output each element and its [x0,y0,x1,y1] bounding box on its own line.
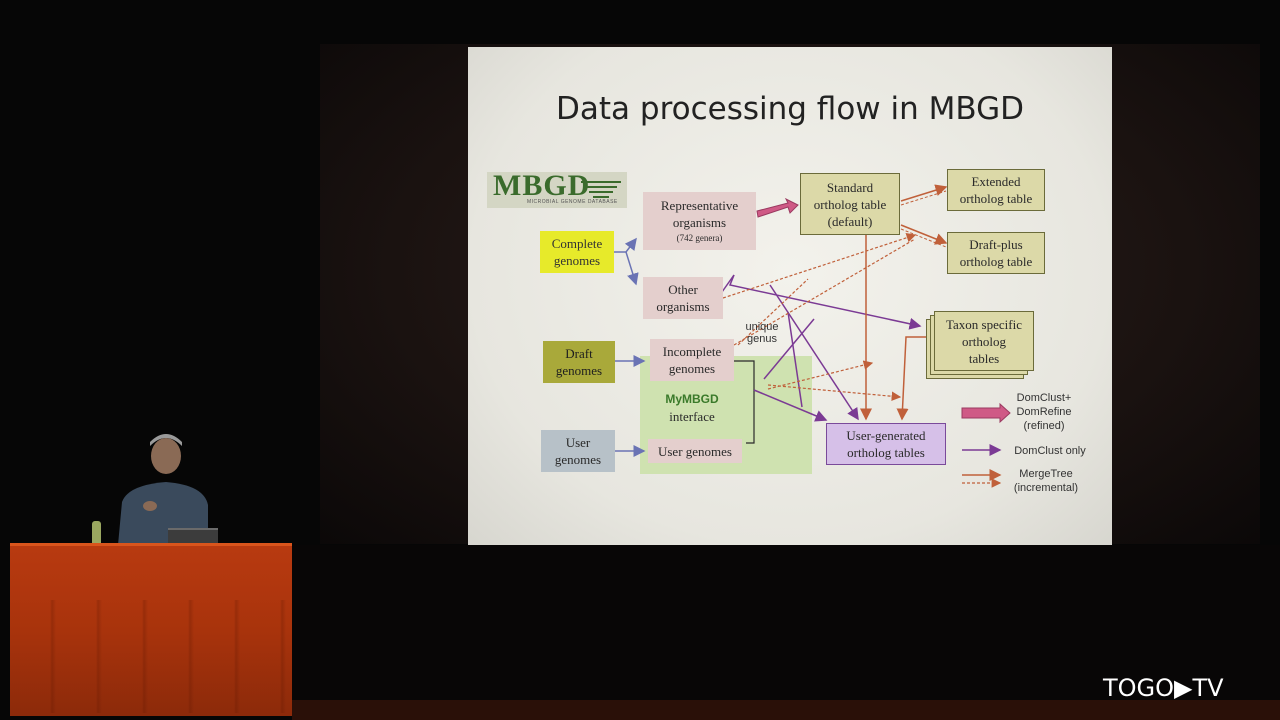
flow-arrows [613,184,1011,488]
user-generated-tables-box: User-generated ortholog tables [826,423,946,465]
user-genomes-inner-box: User genomes [648,439,742,463]
taxon-specific-tables-box: Taxon specific ortholog tables [934,311,1034,371]
mymbgd-interface-label: MyMBGD interface [654,391,730,425]
mymbgd-interface-text: interface [669,409,715,424]
laptop [168,528,218,544]
logo-stripes-icon [581,181,621,198]
stage-edge [292,700,1280,720]
water-bottle [92,521,101,543]
complete-genomes-box: Complete genomes [540,231,614,273]
extended-ortholog-table-box: Extended ortholog table [947,169,1045,211]
other-organisms-box: Other organisms [643,277,723,319]
incomplete-genomes-box: Incomplete genomes [650,339,734,381]
legend-domclust-only: DomClust only [1014,445,1086,457]
draft-genomes-box: Draft genomes [543,341,615,383]
podium-texture [10,600,292,713]
mbgd-logo-text: MBGD [493,169,591,202]
draft-plus-ortholog-table-box: Draft-plus ortholog table [947,232,1045,274]
slide-title: Data processing flow in MBGD [556,91,1024,127]
mymbgd-name: MyMBGD [665,392,719,406]
mbgd-logo: MBGD MICROBIAL GENOME DATABASE [487,169,627,208]
podium [10,543,292,716]
representative-organisms-label: Representative organisms [660,198,739,230]
mbgd-logo-subtitle: MICROBIAL GENOME DATABASE [527,199,618,205]
representative-count: (742 genera) [676,233,723,243]
stage-floor [292,545,1280,720]
legend-refined: DomClust+ DomRefine (refined) [1016,392,1072,432]
legend-mergetree: MergeTree (incremental) [1013,468,1079,494]
representative-organisms-box: Representative organisms (742 genera) [643,192,756,250]
user-genomes-box: User genomes [541,430,615,472]
presentation-slide: Data processing flow in MBGD MBGD MICROB… [468,47,1112,547]
standard-ortholog-table-box: Standard ortholog table (default) [800,173,900,235]
unique-genus-note: unique genus [745,321,779,345]
togotv-logo: TOGO▶TV [1103,674,1224,702]
